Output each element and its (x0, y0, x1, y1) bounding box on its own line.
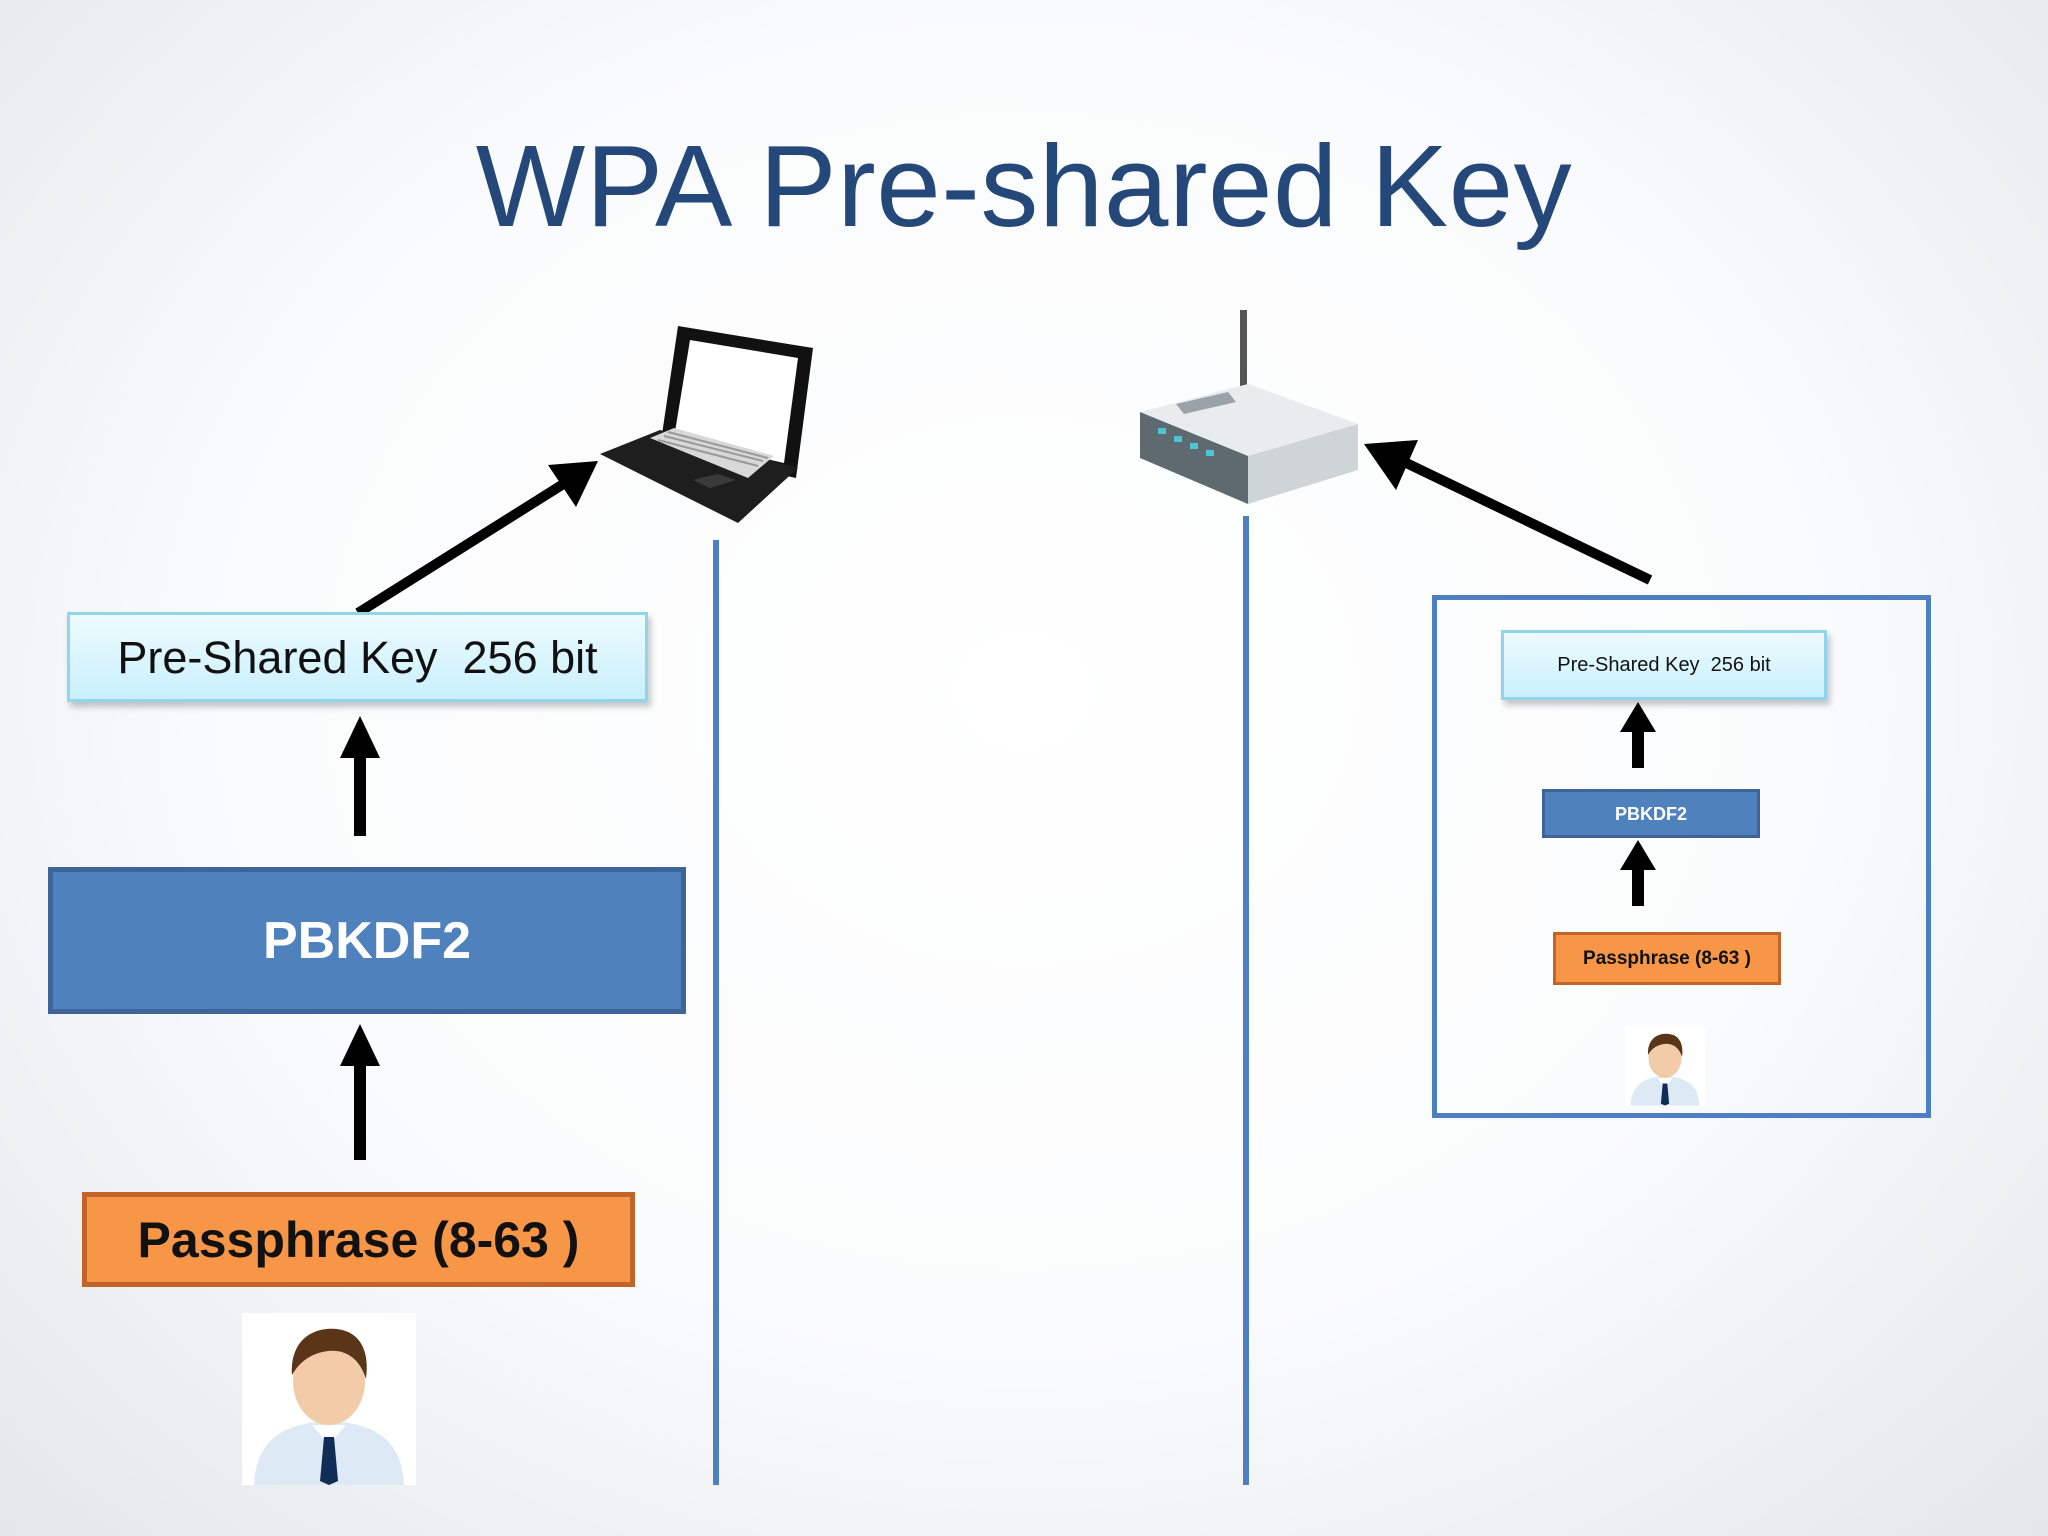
access-point-psk-box: Pre-Shared Key 256 bit (1501, 630, 1827, 700)
arrow-kdf-to-psk (340, 716, 380, 836)
access-point-divider-line (1243, 516, 1249, 1485)
client-divider-line (713, 540, 719, 1485)
slide-title: WPA Pre-shared Key (475, 121, 1573, 251)
wireless-router-icon (1140, 310, 1358, 504)
client-kdf-box: PBKDF2 (48, 867, 686, 1014)
access-point-kdf-box: PBKDF2 (1542, 789, 1760, 838)
access-point-kdf-label: PBKDF2 (1614, 803, 1687, 824)
access-point-passphrase-label: Passphrase (8-63 ) (1583, 948, 1751, 969)
arrow-passphrase-to-kdf (340, 1024, 380, 1160)
client-passphrase-label: Passphrase (8-63 ) (137, 1211, 580, 1268)
access-point-user-avatar-icon (1625, 1026, 1705, 1106)
client-psk-box: Pre-Shared Key 256 bit (67, 612, 648, 702)
arrow-psk-to-router (1364, 440, 1653, 585)
access-point-arrow-kdf-to-psk (1620, 702, 1656, 768)
client-user-avatar-icon (242, 1313, 416, 1485)
client-psk-label: Pre-Shared Key 256 bit (117, 631, 598, 683)
laptop-icon (600, 326, 813, 523)
arrow-psk-to-laptop (355, 461, 598, 618)
client-kdf-label: PBKDF2 (262, 911, 472, 970)
access-point-passphrase-box: Passphrase (8-63 ) (1553, 932, 1781, 985)
access-point-psk-label: Pre-Shared Key 256 bit (1557, 654, 1771, 676)
client-passphrase-box: Passphrase (8-63 ) (82, 1192, 635, 1287)
access-point-arrow-passphrase-to-kdf (1620, 840, 1656, 906)
access-point-key-derivation-group (1432, 595, 1931, 1118)
